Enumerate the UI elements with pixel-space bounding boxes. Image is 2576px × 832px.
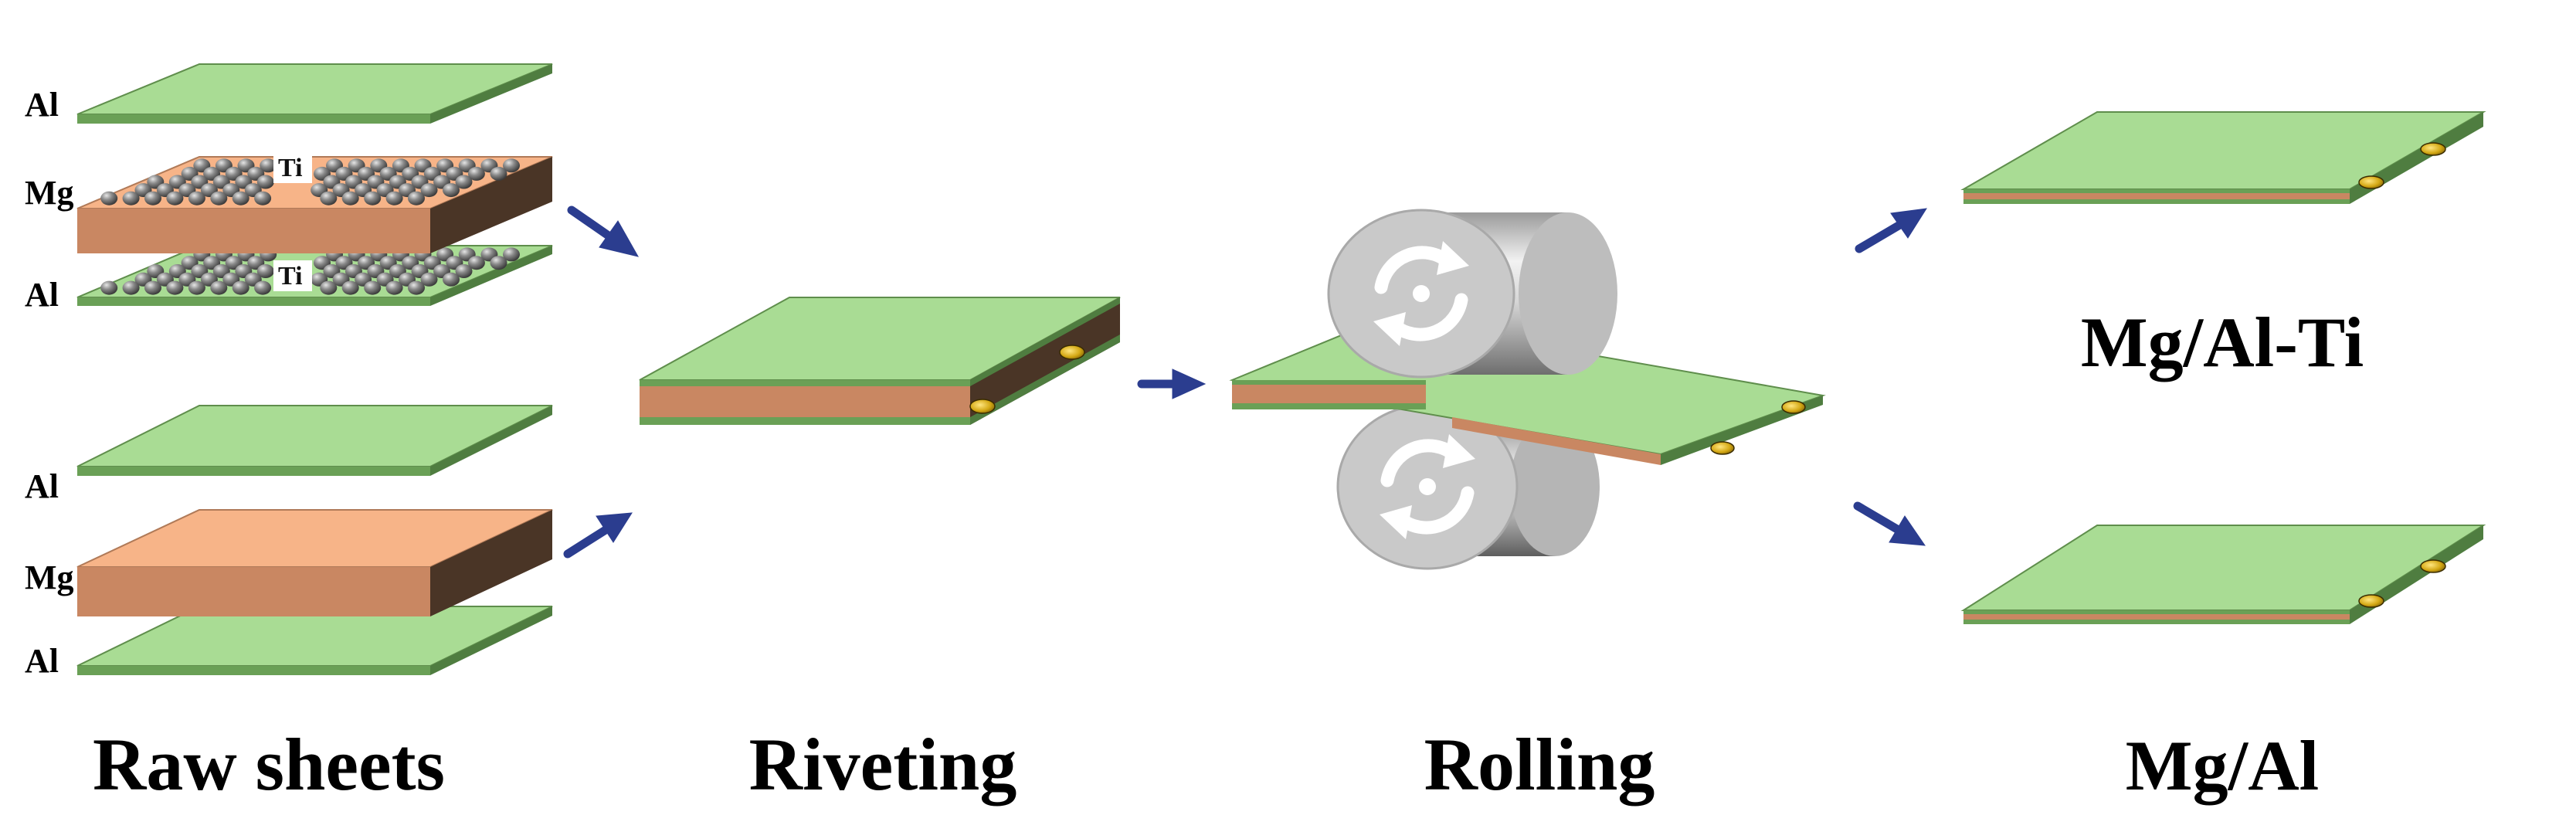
stage-label-raw-sheets: Raw sheets (93, 723, 445, 806)
ti-particle (408, 280, 425, 295)
rivet-icon (1059, 345, 1085, 360)
ti-particle (320, 280, 338, 295)
ti-particle (232, 280, 249, 295)
ti-particle (503, 247, 520, 262)
ti-particle (443, 272, 460, 287)
rivet-icon (1710, 441, 1735, 455)
ti-particle (260, 158, 277, 173)
label-mg: Mg (25, 174, 74, 212)
ti-particle (210, 280, 228, 295)
label-mg-plain: Mg (25, 559, 74, 596)
stack-plain: Al Mg Al (25, 405, 553, 680)
bottom-roller (1336, 403, 1600, 570)
ti-particles-mg (100, 158, 520, 205)
ti-particle (443, 183, 460, 198)
ti-particle (144, 191, 161, 205)
rivet-icon (1781, 400, 1806, 414)
product-mg-al (1960, 525, 2486, 624)
rolling-mill (1229, 209, 1826, 570)
ti-particle (455, 175, 473, 189)
label-ti-mg: Ti (278, 154, 303, 182)
ti-particle (503, 158, 520, 173)
label-ti-al: Ti (278, 262, 303, 290)
ti-particle (254, 280, 272, 295)
ti-particle (122, 280, 140, 295)
label-al-top: Al (25, 86, 59, 124)
ti-particle (490, 166, 507, 181)
arrow-right-icon (567, 205, 640, 257)
arrow-right-icon (563, 512, 633, 559)
ti-particle (420, 183, 438, 198)
ti-particle (100, 191, 118, 205)
ti-particle (467, 256, 485, 270)
ti-particle (122, 191, 140, 205)
ti-particle (341, 191, 359, 205)
ti-particle (232, 191, 249, 205)
ti-particle (256, 175, 274, 189)
arrow-right-icon (1855, 208, 1927, 253)
ti-particle (256, 264, 274, 278)
al-sheet-bottom-plain (76, 606, 553, 675)
stack-with-ti: Al Mg Al Ti Ti (25, 63, 553, 314)
ti-particle (385, 191, 403, 205)
ti-particle (408, 191, 425, 205)
top-roller (1327, 209, 1617, 379)
product-mg-al-ti (1960, 111, 2486, 204)
label-al-bottom-plain: Al (25, 642, 59, 680)
label-al-top-plain: Al (25, 467, 59, 505)
rivet-icon (969, 399, 996, 414)
ti-particle (364, 280, 382, 295)
ti-particle (188, 280, 205, 295)
ti-particle (166, 191, 184, 205)
stage-label-rolling: Rolling (1424, 723, 1655, 806)
product-label-mg-al: Mg/Al (2126, 726, 2319, 805)
ti-particle (210, 191, 228, 205)
ti-particle (254, 191, 272, 205)
ti-particle (420, 272, 438, 287)
al-sheet-top (76, 63, 553, 124)
product-label-mg-al-ti: Mg/Al-Ti (2081, 303, 2364, 382)
riveted-stack (639, 297, 1121, 425)
al-sheet-bottom-ti (76, 245, 553, 306)
ti-particle (320, 191, 338, 205)
arrow-right-icon (1853, 501, 1926, 546)
ti-particle (188, 191, 205, 205)
ti-particle (144, 280, 161, 295)
label-al-bottom: Al (25, 276, 59, 314)
ti-particle (100, 280, 118, 295)
ti-particle (455, 264, 473, 278)
mg-sheet-plain (76, 509, 553, 616)
rivet-icon (2420, 559, 2446, 573)
arrow-right-icon (1137, 368, 1207, 399)
ti-particle (385, 280, 403, 295)
rivet-icon (2358, 175, 2384, 189)
ti-particle (467, 166, 485, 181)
rivet-icon (2420, 142, 2446, 156)
rivet-icon (2358, 594, 2384, 608)
ti-particle (341, 280, 359, 295)
mg-sheet-ti (76, 156, 553, 253)
stage-label-riveting: Riveting (749, 723, 1017, 806)
ti-particle (364, 191, 382, 205)
al-sheet-top-plain (76, 405, 553, 476)
ti-particle (166, 280, 184, 295)
ti-particle (490, 256, 507, 270)
